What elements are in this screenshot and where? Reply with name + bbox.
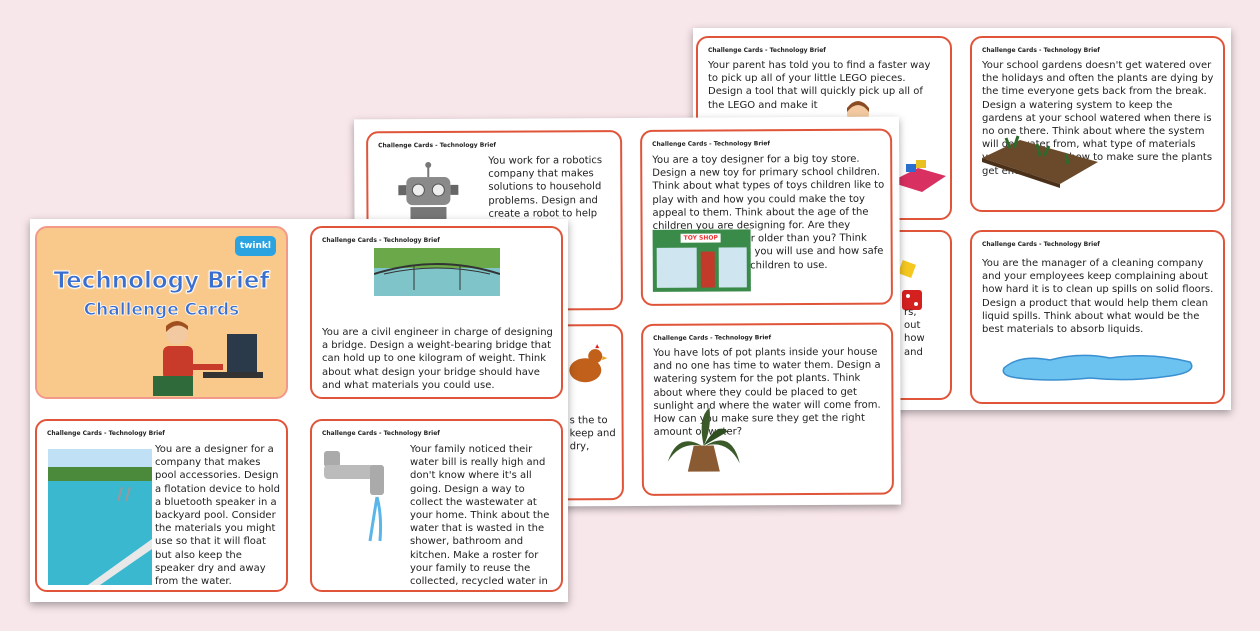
wilting-plant-icon <box>667 407 740 472</box>
card-header: Challenge Cards - Technology Brief <box>652 140 771 148</box>
card-header: Challenge Cards - Technology Brief <box>653 334 772 342</box>
garden-bed-icon <box>982 135 1098 188</box>
card-chicken: s the to keep and dry, <box>367 324 624 502</box>
card-toy: Challenge Cards - Technology Brief You a… <box>640 128 893 306</box>
card-text: rs, out how and <box>904 307 925 358</box>
cover-title: Technology Brief <box>53 268 270 295</box>
card-header: Challenge Cards - Technology Brief <box>708 47 826 54</box>
lego-icon <box>890 160 946 192</box>
card-text: You are a designer for a company that ma… <box>155 444 280 588</box>
card-header: Challenge Cards - Technology Brief <box>322 430 440 437</box>
pool-icon <box>48 449 152 585</box>
tap-icon <box>324 451 384 542</box>
toy-shop-sign: TOY SHOP <box>680 233 721 243</box>
card-header: Challenge Cards - Technology Brief <box>47 430 165 437</box>
card-header: Challenge Cards - Technology Brief <box>322 237 440 244</box>
back-sheet: Challenge Cards - Technology Brief Your … <box>693 28 1231 410</box>
water-spill-icon <box>1002 354 1193 381</box>
front-sheet: twinkl Technology Brief Challenge Cards … <box>30 219 568 602</box>
card-garden: Challenge Cards - Technology Brief Your … <box>970 36 1225 212</box>
card-text: Your family noticed their water bill is … <box>410 444 550 590</box>
toy-shop-image: TOY SHOP <box>652 229 751 292</box>
card-cleaning: Challenge Cards - Technology Brief You a… <box>970 230 1225 404</box>
card-header: Challenge Cards - Technology Brief <box>982 47 1100 54</box>
dice-icon <box>898 260 922 310</box>
card-pot-plants: Challenge Cards - Technology Brief You h… <box>641 322 894 496</box>
card-header: Challenge Cards - Technology Brief <box>378 141 497 150</box>
card-water-bill: Challenge Cards - Technology Brief Your … <box>310 419 563 592</box>
card-text: s the to keep and dry, <box>569 415 616 453</box>
bridge-icon <box>374 248 500 296</box>
card-text: You are a civil engineer in charge of de… <box>322 327 553 391</box>
chicken-icon <box>569 344 608 383</box>
card-pool: Challenge Cards - Technology Brief You a… <box>35 419 288 592</box>
twinkl-logo: twinkl <box>234 236 276 256</box>
cover-card: twinkl Technology Brief Challenge Cards <box>35 226 288 399</box>
boy-at-computer-icon <box>153 321 263 396</box>
card-bridge: Challenge Cards - Technology Brief You a… <box>310 226 563 399</box>
card-text: Your parent has told you to find a faste… <box>708 60 931 111</box>
card-header: Challenge Cards - Technology Brief <box>982 241 1100 248</box>
cover-subtitle: Challenge Cards <box>83 300 240 321</box>
card-text: You are the manager of a cleaning compan… <box>982 258 1214 336</box>
